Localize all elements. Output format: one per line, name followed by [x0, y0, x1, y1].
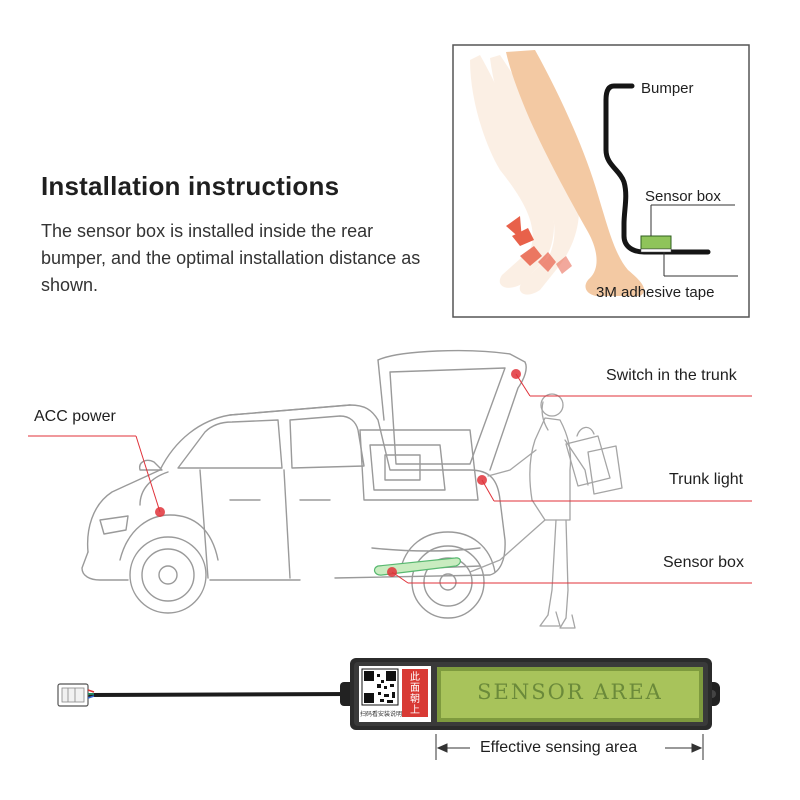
adhesive-tape-label: 3M adhesive tape: [596, 284, 715, 301]
inset-sensor-box-label: Sensor box: [645, 188, 721, 205]
sensor-dot: [387, 567, 397, 577]
dimension-indicator: [435, 734, 704, 760]
sensor-box-label: Sensor box: [663, 554, 744, 571]
trunk-light-label: Trunk light: [669, 471, 744, 488]
bumper-label: Bumper: [641, 80, 694, 97]
effective-area-label: Effective sensing area: [480, 739, 638, 756]
leg-illustration: [506, 50, 645, 296]
trunk-light-dot: [477, 475, 487, 485]
qr-caption: 扫码看安装说明: [359, 712, 402, 718]
page-title: Installation instructions: [41, 171, 340, 201]
instructions-description: The sensor box is installed inside the r…: [41, 221, 421, 295]
acc-power-label: ACC power: [34, 408, 116, 425]
woman-figure: [469, 393, 623, 629]
switch-trunk-label: Switch in the trunk: [606, 367, 737, 384]
acc-dot: [155, 507, 165, 517]
sensor-area-text: SENSOR AREA: [477, 680, 663, 704]
switch-dot: [511, 369, 521, 379]
sticker-text: 此面朝上: [410, 672, 420, 716]
bumper-profile: [603, 83, 711, 255]
orientation-sticker: [402, 669, 428, 717]
